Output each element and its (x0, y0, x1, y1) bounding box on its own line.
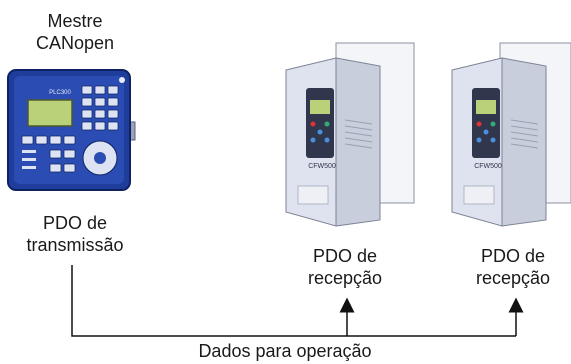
drive-1-model: CFW500 (308, 163, 336, 170)
drive-1-pdo-label: PDO de recepção (290, 245, 400, 289)
drive-2-pdo-label: PDO de recepção (458, 245, 568, 289)
master-pdo-line-2: transmissão (26, 235, 124, 255)
drive-2-pdo-line-2: recepção (475, 268, 551, 288)
master-title-line-2: CANopen (35, 33, 115, 53)
drive-1-pdo-line-1: PDO de (312, 246, 378, 266)
master-pdo-line-1: PDO de (42, 213, 108, 233)
bus-line (71, 265, 516, 337)
drive-2-pdo-line-1: PDO de (480, 246, 546, 266)
master-plc-panel: PLC300 (7, 69, 136, 191)
drive-2-inverter: CFW500 (451, 42, 571, 227)
lcd-screen (27, 99, 73, 127)
master-title-line-1: Mestre (47, 11, 103, 31)
bus-label: Dados para operação (198, 341, 372, 361)
drive-1-inverter: CFW500 (285, 42, 415, 227)
panel-brand: PLC300 (49, 90, 71, 96)
master-title: Mestre CANopen (20, 10, 130, 54)
drive-2-model: CFW500 (474, 163, 502, 170)
master-pdo-label: PDO de transmissão (10, 212, 140, 256)
drive-1-pdo-line-2: recepção (307, 268, 383, 288)
